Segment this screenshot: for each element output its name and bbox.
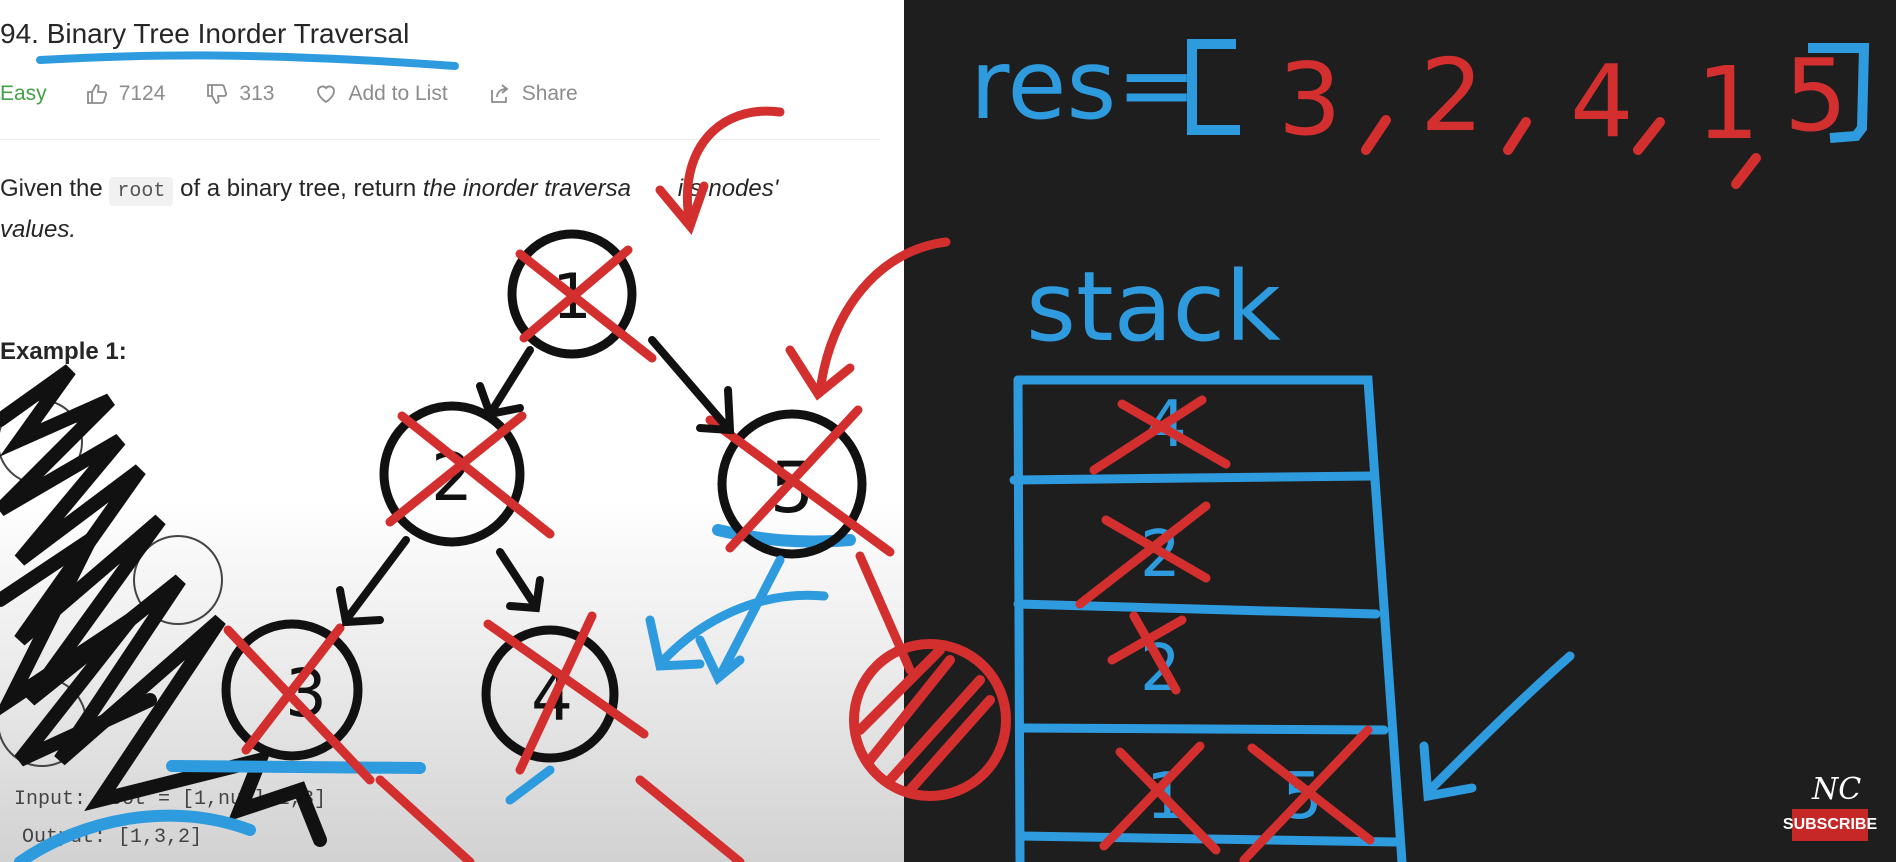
tree-edges <box>336 336 735 627</box>
tree-node-5: 5 <box>705 405 895 559</box>
add-to-list-button[interactable]: Add to List <box>314 82 448 106</box>
subscribe-button[interactable]: SUBSCRIBE <box>1783 809 1877 841</box>
problem-description: Given the root of a binary tree, return … <box>0 170 860 249</box>
difficulty-badge: Easy <box>0 82 47 105</box>
example-heading: Example 1: <box>0 338 127 365</box>
header-divider <box>0 139 880 140</box>
blackboard-panel <box>904 0 1896 862</box>
root-code: root <box>109 177 174 206</box>
res-commas <box>1361 115 1761 189</box>
description-italic: values. <box>0 216 77 243</box>
thumbs-up-icon <box>86 84 107 104</box>
share-label: Share <box>521 82 578 105</box>
res-value: 1 <box>1696 45 1760 162</box>
share-button[interactable]: Share <box>488 82 578 106</box>
title-underline <box>36 51 459 70</box>
heart-icon <box>317 85 336 104</box>
description-italic: its nodes' <box>677 175 779 202</box>
red-arrows <box>375 106 951 862</box>
like-count: 7124 <box>118 82 166 105</box>
tree-node-4: 4 <box>481 611 649 775</box>
stack-label: stack <box>1026 251 1281 363</box>
description-italic: the inorder traversa <box>422 175 631 202</box>
dislike-button[interactable]: 313 <box>205 82 274 106</box>
res-label: res= <box>970 29 1197 141</box>
problem-title: 94. Binary Tree Inorder Traversal <box>0 18 410 49</box>
share-icon <box>490 84 509 103</box>
res-value: 4 <box>1570 43 1634 160</box>
blue-arrows-left <box>505 555 829 805</box>
dislike-count: 313 <box>239 82 275 105</box>
channel-logo: NC <box>1812 772 1862 807</box>
like-button[interactable]: 7124 <box>85 82 166 106</box>
blue-arrow-right <box>1419 651 1575 802</box>
description-text: of a binary tree, return <box>173 175 423 202</box>
tree-node-2: 2 <box>379 401 555 547</box>
res-value: 5 <box>1784 37 1848 154</box>
problem-meta-row: Easy 7124 313 Add to List Share <box>0 80 618 108</box>
add-to-list-label: Add to List <box>348 82 448 105</box>
res-values: 3 2 4 1 5 <box>1278 37 1848 162</box>
description-text: Given the <box>0 175 110 202</box>
res-close-bracket <box>1808 43 1870 143</box>
tree-node-1: 1 <box>507 229 657 363</box>
res-value: 2 <box>1420 37 1484 154</box>
res-open-bracket <box>1187 39 1240 135</box>
stack-crossouts <box>1075 395 1375 862</box>
thumbs-down-icon <box>207 84 228 104</box>
tree-node-3: 3 <box>221 619 375 785</box>
red-scribble-node <box>849 639 1011 801</box>
res-value: 3 <box>1278 41 1342 158</box>
example-tree-scribble <box>0 364 327 847</box>
